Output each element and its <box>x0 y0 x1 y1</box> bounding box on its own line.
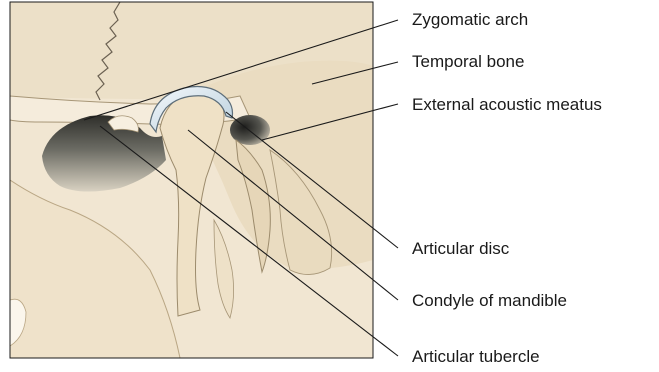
label-temporal-bone: Temporal bone <box>412 52 524 71</box>
label-external-acoustic-meatus: External acoustic meatus <box>412 95 602 114</box>
label-condyle-of-mandible: Condyle of mandible <box>412 291 567 310</box>
label-articular-disc: Articular disc <box>412 239 510 258</box>
label-articular-tubercle: Articular tubercle <box>412 347 540 366</box>
label-zygomatic-arch: Zygomatic arch <box>412 10 528 29</box>
skull-illustration <box>10 2 373 358</box>
